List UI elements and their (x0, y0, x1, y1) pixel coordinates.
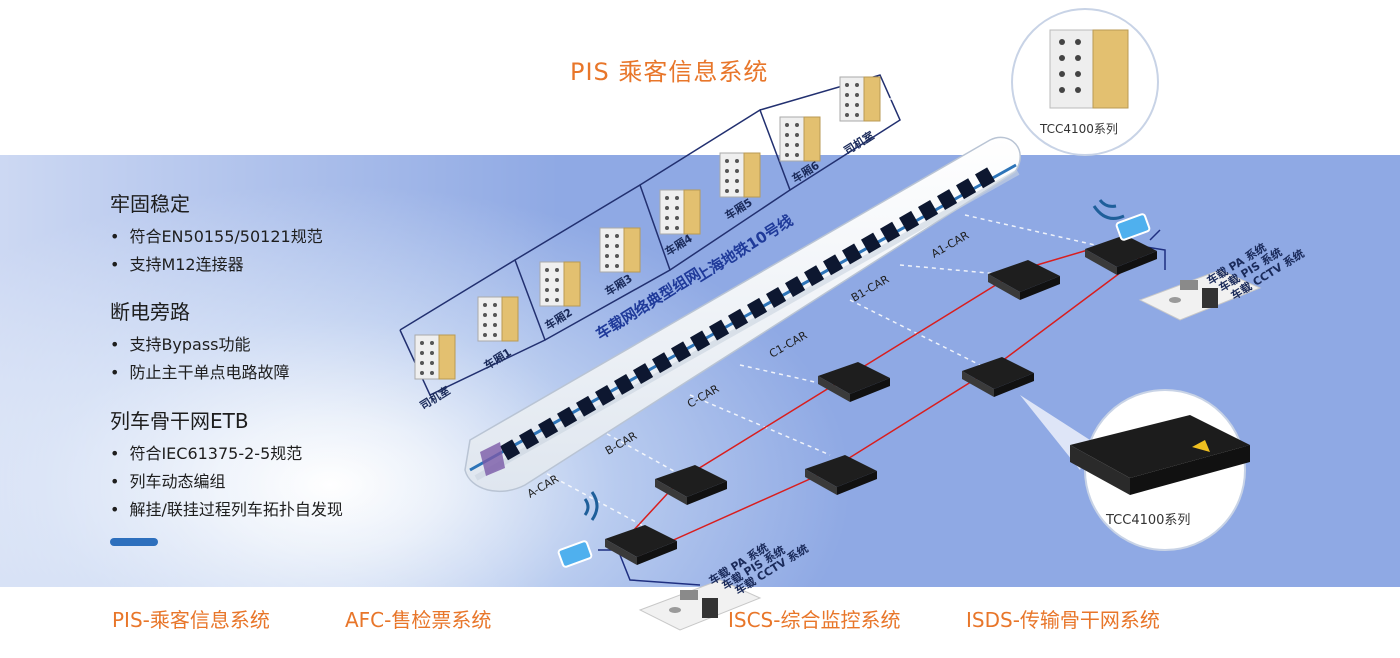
train-window (899, 210, 920, 232)
car-label: A1-CAR (929, 228, 972, 260)
feature-item: 符合IEC61375-2-5规范 (110, 440, 343, 468)
backbone-switch (1085, 235, 1157, 275)
pis-switch (659, 189, 701, 235)
pis-switch (839, 76, 881, 122)
feature-heading: 列车骨干网ETB (110, 409, 249, 433)
car-label: B1-CAR (849, 272, 892, 304)
product-circle-top (1011, 8, 1159, 156)
tablet-icon (1115, 213, 1151, 241)
feature-group-etb: 列车骨干网ETB 符合IEC61375-2-5规范 列车动态编组 解挂/联挂过程… (110, 405, 343, 524)
train-window (690, 330, 711, 352)
pis-switch-group (414, 76, 881, 380)
feature-item: 符合EN50155/50121规范 (110, 223, 322, 251)
train-window (842, 243, 863, 265)
train-windows (500, 167, 996, 461)
pis-node-label: 车厢3 (602, 271, 635, 299)
train-window (519, 428, 540, 450)
train-window (652, 352, 673, 374)
pis-node-label: 车厢6 (789, 158, 822, 186)
pis-node-label: 车厢5 (722, 195, 755, 223)
backbone-switch (818, 362, 890, 402)
feature-item: 列车动态编组 (110, 468, 343, 496)
feature-heading: 断电旁路 (110, 300, 190, 324)
bottom-system: ISDS-传输骨干网系统 (966, 608, 1160, 632)
car-label: B-CAR (603, 429, 640, 458)
pis-switch (779, 116, 821, 162)
train-window (709, 319, 730, 341)
feature-item: 解挂/联挂过程列车拓扑自发现 (110, 496, 342, 524)
pis-switch (599, 227, 641, 273)
train-window (766, 287, 787, 308)
backbone-switch (988, 260, 1060, 300)
train-window (633, 363, 654, 385)
backbone-switch (655, 465, 727, 505)
bottom-system: PIS-乘客信息系统 (112, 608, 270, 632)
product-label-top: TCC4100系列 (1039, 122, 1118, 136)
train-window (918, 199, 939, 221)
server-platform-bottom (638, 579, 762, 631)
train-window (614, 374, 635, 395)
train-window (804, 265, 825, 287)
bottom-system: ISCS-综合监控系统 (728, 608, 901, 632)
train-window (956, 178, 977, 200)
pis-switch (719, 152, 761, 198)
train-window (747, 297, 768, 319)
backbone-switch-group (605, 235, 1157, 565)
car-labels: A-CAR B-CAR C-CAR C1-CAR B1-CAR A1-CAR (525, 228, 972, 500)
pis-node-label: 司机室 (417, 383, 452, 412)
train-window (500, 439, 521, 461)
feature-group-bypass: 断电旁路 支持Bypass功能 防止主干单点电路故障 (110, 296, 289, 387)
page-title: PIS 乘客信息系统 (570, 58, 769, 86)
callout-pointer-top (880, 70, 1020, 100)
train-window (595, 384, 616, 406)
car-label: C-CAR (685, 382, 722, 411)
pis-node-label: 车厢4 (662, 231, 695, 259)
server-platform-right (1138, 269, 1262, 321)
train-window (785, 276, 806, 297)
train-window (861, 232, 882, 254)
bottom-system: AFC-售检票系统 (345, 608, 492, 632)
train-window (823, 254, 844, 276)
train-window (538, 417, 559, 439)
feature-heading: 牢固稳定 (110, 192, 190, 216)
train-window (975, 167, 996, 189)
train (464, 136, 1021, 493)
feature-group-stable: 牢固稳定 符合EN50155/50121规范 支持M12连接器 (110, 188, 323, 279)
feature-item: 支持M12连接器 (110, 251, 323, 279)
train-window (557, 406, 578, 428)
pis-switch (477, 296, 519, 342)
pis-node-label: 车厢2 (542, 305, 575, 333)
train-window (937, 189, 958, 210)
train-window (671, 341, 692, 363)
train-window (728, 308, 749, 330)
pis-switch (414, 334, 456, 380)
pis-node-label: 车厢1 (481, 345, 514, 373)
backbone-switch (605, 525, 677, 565)
product-label-right: TCC4100系列 (1105, 513, 1190, 528)
pis-switch (539, 261, 581, 307)
wifi-icon (583, 199, 1125, 521)
tablet-icon (557, 540, 593, 568)
accent-bar (110, 538, 158, 546)
product-circle-right (1070, 389, 1250, 551)
feature-item: 支持Bypass功能 (110, 331, 289, 359)
feature-item: 防止主干单点电路故障 (110, 359, 289, 387)
train-window (880, 221, 901, 243)
backbone-switch (962, 357, 1034, 397)
pis-node-label: 司机室 (841, 128, 876, 157)
backbone-switch (805, 455, 877, 495)
car-label: C1-CAR (767, 328, 810, 360)
train-window (576, 395, 597, 417)
